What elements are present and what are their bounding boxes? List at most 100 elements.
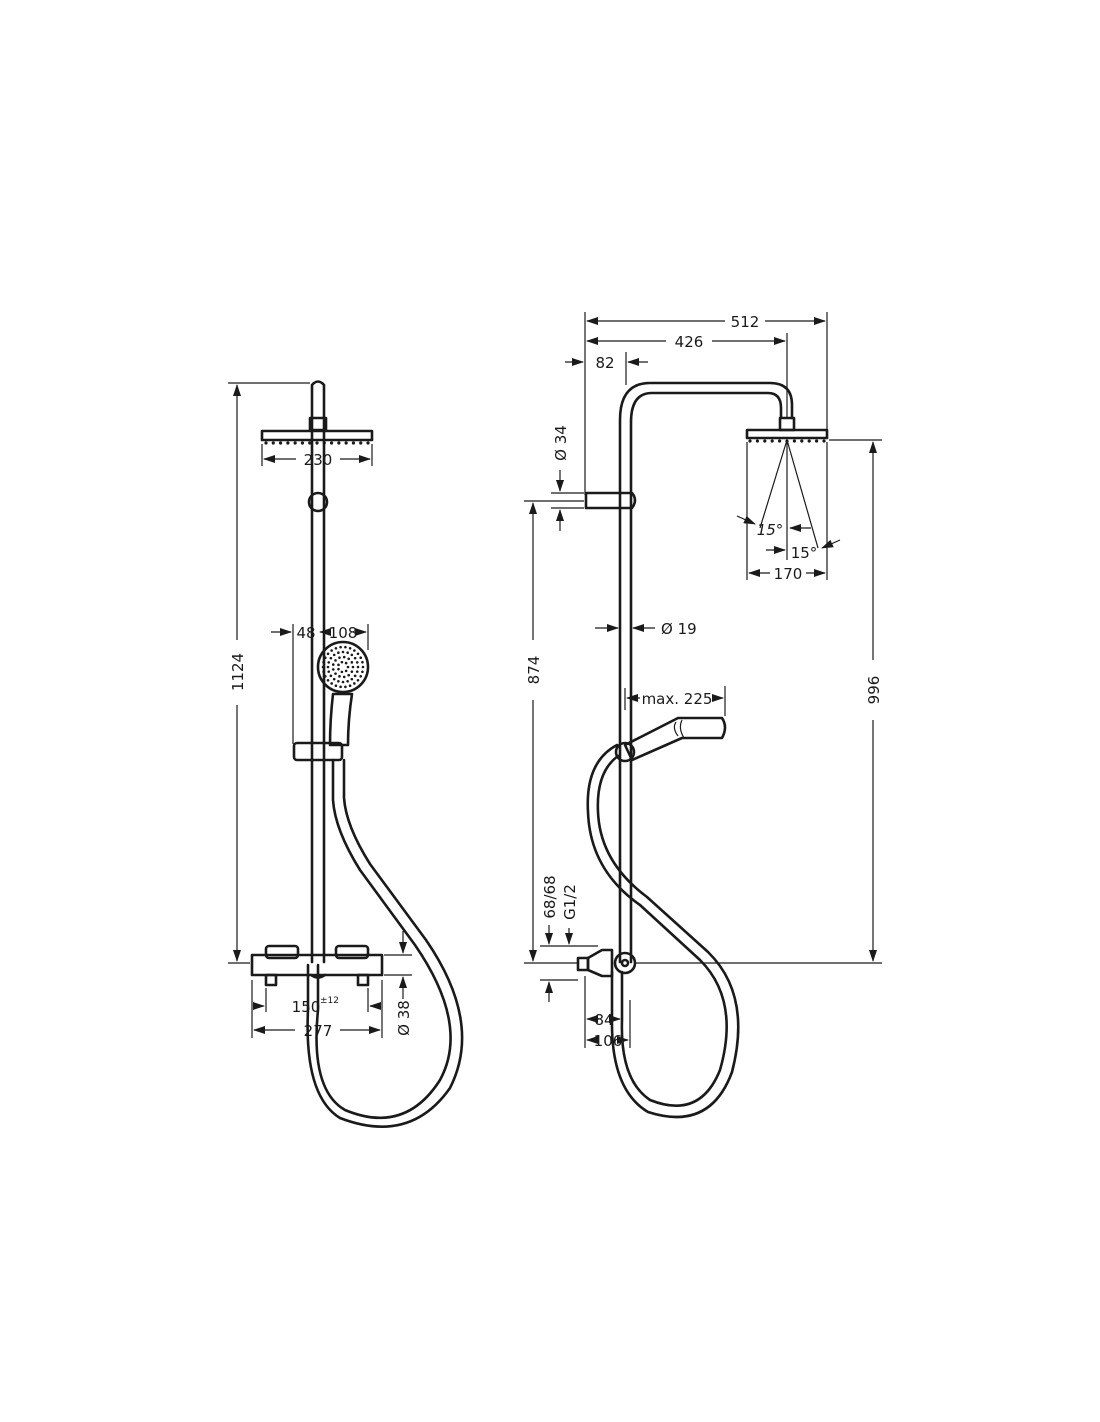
spray-nozzle xyxy=(361,665,365,669)
thermostat-handle-right xyxy=(334,944,370,960)
dim-84: 84 xyxy=(594,1011,613,1029)
nozzle xyxy=(271,441,275,445)
shower-hose-side xyxy=(586,743,728,1107)
spray-nozzle xyxy=(353,674,357,678)
spray-nozzle xyxy=(353,656,357,660)
dim-277: 277 xyxy=(304,1022,333,1040)
nozzle xyxy=(264,441,268,445)
shower-hose-inner xyxy=(306,758,464,1128)
nozzle xyxy=(293,441,297,445)
thermostat-body xyxy=(250,953,384,977)
nozzle xyxy=(815,439,819,443)
nozzle xyxy=(315,441,319,445)
spray-nozzle xyxy=(350,670,354,673)
nozzle xyxy=(807,439,811,443)
handshower-head xyxy=(316,640,370,694)
nozzle xyxy=(351,441,356,445)
dim-106: 106 xyxy=(594,1032,623,1050)
spray-nozzle xyxy=(337,663,340,667)
spray-nozzle xyxy=(334,672,337,675)
inlet-thread xyxy=(576,956,590,972)
nozzle xyxy=(778,439,782,443)
dim-d19: Ø 19 xyxy=(661,620,697,638)
spray-nozzle xyxy=(322,670,325,674)
spray-nozzle xyxy=(327,670,331,673)
dim-1124: 1124 xyxy=(229,653,247,691)
dim-108: 108 xyxy=(329,624,358,642)
nozzle xyxy=(770,439,774,443)
thermostat-handle-left xyxy=(264,944,300,960)
nozzle xyxy=(329,441,334,445)
nozzle xyxy=(763,439,767,443)
nozzle xyxy=(278,441,283,445)
nozzle xyxy=(822,439,826,443)
nozzle xyxy=(792,439,797,443)
spray-nozzle xyxy=(346,679,349,683)
spray-nozzle xyxy=(329,674,333,678)
handshower-spray-face xyxy=(321,645,365,689)
dim-426: 426 xyxy=(675,333,704,351)
spray-nozzle xyxy=(344,661,348,665)
spray-nozzle xyxy=(334,684,338,688)
handshower-knob-side xyxy=(614,741,636,763)
spray-nozzle xyxy=(348,684,352,688)
spray-nozzle xyxy=(338,675,341,678)
spray-nozzle xyxy=(356,652,360,656)
spray-nozzle xyxy=(332,677,336,681)
spray-nozzle xyxy=(342,675,346,679)
spray-nozzle xyxy=(331,668,335,671)
dim-170: 170 xyxy=(774,565,803,583)
dim-d38: Ø 38 xyxy=(395,1000,413,1036)
spray-nozzle xyxy=(326,678,330,682)
dim-max-225: max. 225 xyxy=(642,690,713,708)
dim-angle-left: 15° xyxy=(757,521,784,539)
dim-48: 48 xyxy=(296,624,315,642)
spray-nozzle xyxy=(344,685,347,689)
riser-arm-inner xyxy=(629,391,783,964)
spray-nozzle xyxy=(337,667,340,671)
spray-nozzle xyxy=(331,663,335,666)
handshower-handle xyxy=(328,692,354,747)
handshower-side xyxy=(623,716,727,762)
overhead-nozzles xyxy=(264,441,370,445)
spray-nozzle xyxy=(341,680,345,684)
spray-nozzle xyxy=(337,651,340,655)
spray-nozzle xyxy=(332,653,336,657)
spray-nozzle xyxy=(344,645,347,649)
spray-nozzle xyxy=(344,669,348,673)
side-view: 512 426 82 Ø 34 15° 15° 170 xyxy=(524,312,883,1119)
dim-996: 996 xyxy=(865,676,883,705)
riser-rail xyxy=(310,380,326,964)
spray-nozzle xyxy=(323,656,327,660)
spray-nozzle xyxy=(350,677,354,681)
rail-knob xyxy=(307,491,329,513)
nozzle xyxy=(748,439,752,443)
thermostat-grip-right xyxy=(356,973,370,987)
nozzle xyxy=(800,439,804,443)
spray-nozzle xyxy=(329,656,333,660)
spray-nozzle xyxy=(356,665,360,669)
nozzle xyxy=(286,441,290,445)
spray-nozzle xyxy=(330,649,333,652)
handshower-holder xyxy=(292,741,344,762)
dim-d34: Ø 34 xyxy=(552,425,570,461)
spray-nozzle xyxy=(322,660,325,664)
front-view: 1124 230 48 108 150 ±12 277 Ø 38 xyxy=(228,380,464,1128)
spray-nozzle xyxy=(342,655,346,659)
nozzle xyxy=(359,441,363,445)
overhead-shower xyxy=(260,429,374,442)
dim-82: 82 xyxy=(595,354,614,372)
wall-bracket xyxy=(584,491,637,510)
nozzle xyxy=(337,441,341,445)
spray-nozzle xyxy=(351,665,355,669)
dim-68-68: 68/68 xyxy=(541,875,559,918)
spray-nozzle xyxy=(340,670,344,674)
thermostat-outlet xyxy=(309,973,327,979)
thermostat-side xyxy=(613,951,637,975)
spray-nozzle xyxy=(353,649,356,652)
thermostat-grip-left xyxy=(264,973,278,987)
spray-nozzle xyxy=(359,674,363,678)
dim-874: 874 xyxy=(525,656,543,685)
spray-nozzle xyxy=(323,674,327,678)
